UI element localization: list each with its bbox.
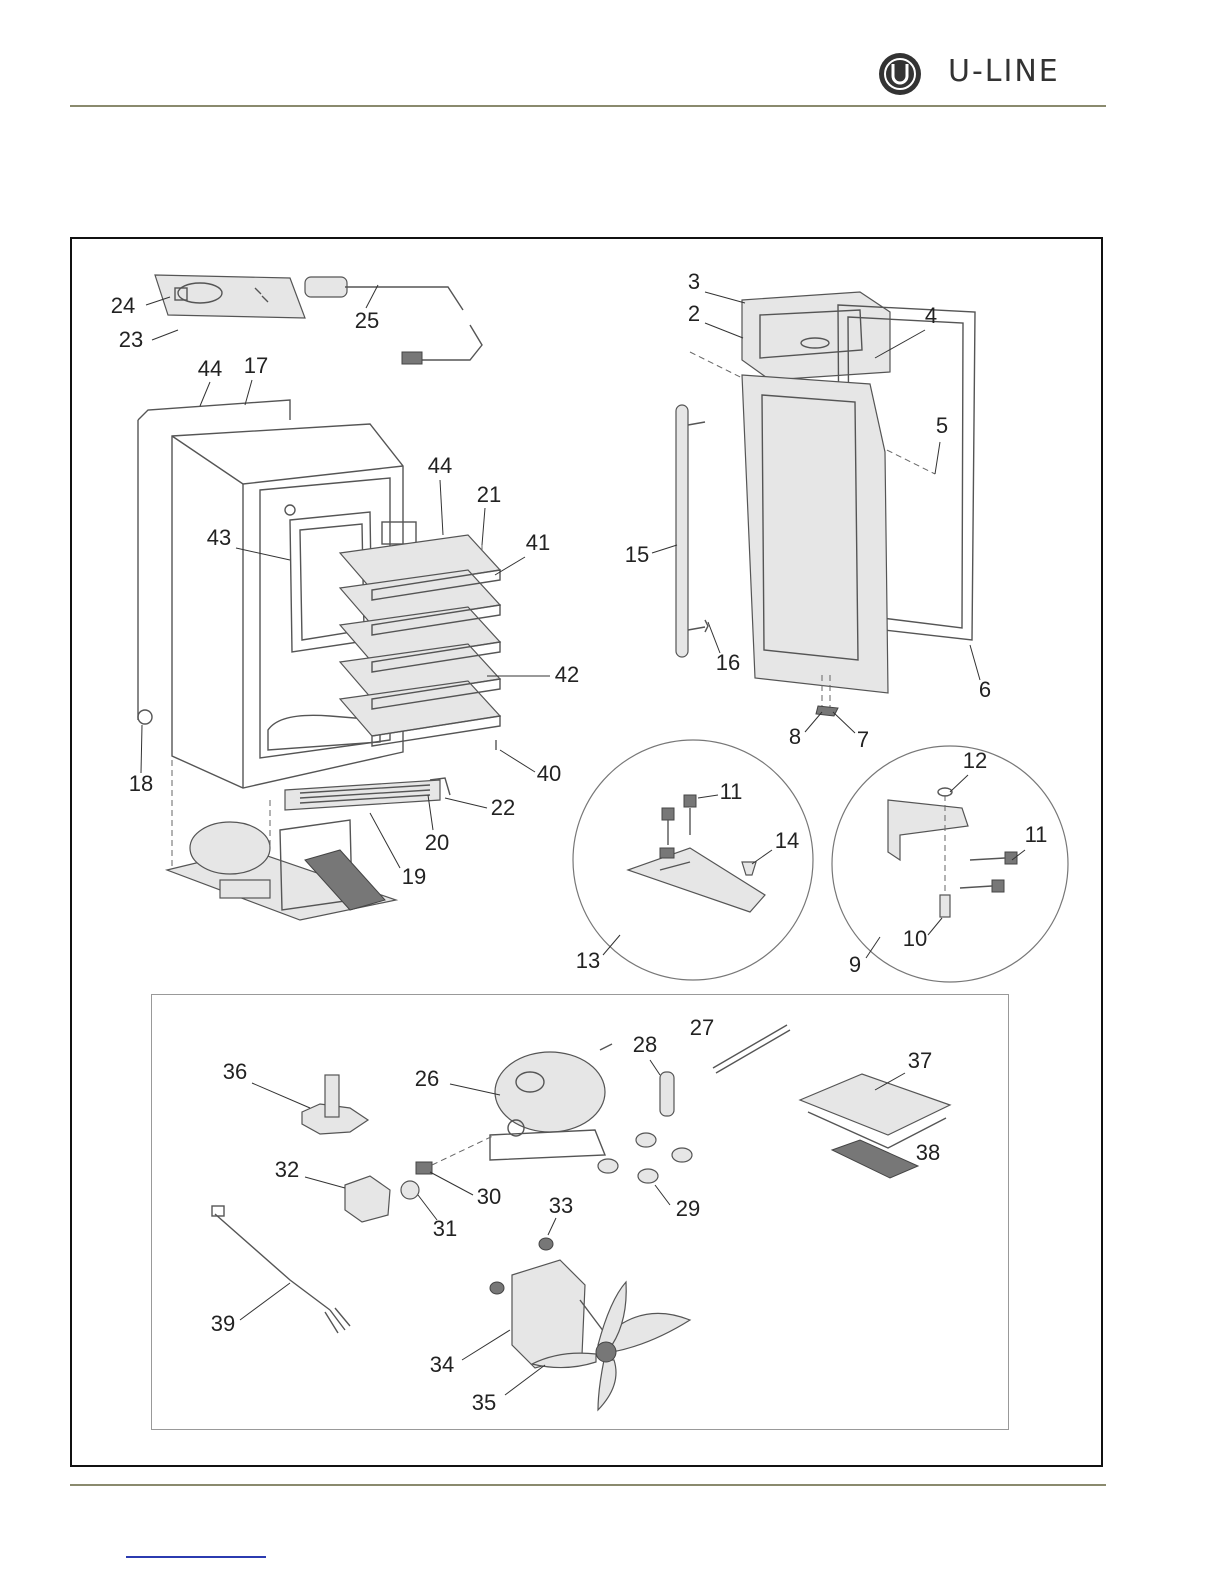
part-label-3: 3 <box>688 269 700 294</box>
part-label-42: 42 <box>555 662 579 687</box>
part-label-2: 2 <box>688 301 700 326</box>
leader-line-35 <box>505 1365 545 1395</box>
part-label-15: 15 <box>625 542 649 567</box>
leader-line-8 <box>805 712 822 732</box>
leader-line-23 <box>152 330 178 340</box>
part-label-6: 6 <box>979 677 991 702</box>
leader-line-11 <box>698 795 718 798</box>
leader-line-44 <box>200 382 210 406</box>
door-handle <box>676 405 708 657</box>
part-label-11: 11 <box>720 779 743 804</box>
leader-line-7 <box>833 712 855 733</box>
leader-line-5 <box>935 442 940 474</box>
leader-line-25 <box>366 285 378 308</box>
part-label-43: 43 <box>207 525 231 550</box>
part-label-14: 14 <box>775 828 799 853</box>
leader-line-18 <box>141 725 142 773</box>
leader-line-9 <box>866 937 880 958</box>
leader-line-2 <box>705 323 743 338</box>
part-label-31: 31 <box>433 1216 457 1241</box>
leader-line-19 <box>370 813 400 868</box>
part-label-39: 39 <box>211 1311 235 1336</box>
leader-line-41 <box>495 557 525 575</box>
light-assembly <box>155 275 482 364</box>
part-label-40: 40 <box>537 761 561 786</box>
leader-line-21 <box>482 508 485 545</box>
part-label-26: 26 <box>415 1066 439 1091</box>
leader-line-6 <box>970 645 980 680</box>
leader-line-15 <box>652 545 677 553</box>
part-label-4: 4 <box>925 303 937 328</box>
leader-line-33 <box>548 1218 556 1235</box>
part-label-28: 28 <box>633 1032 657 1057</box>
part-label-5: 5 <box>936 413 948 438</box>
part-label-9: 9 <box>849 952 861 977</box>
leader-line-12 <box>950 775 968 792</box>
part-label-27: 27 <box>690 1015 714 1040</box>
leader-line-28 <box>650 1060 660 1075</box>
leader-line-22 <box>445 798 487 808</box>
part-label-7: 7 <box>857 727 869 752</box>
leader-line-30 <box>430 1172 473 1195</box>
part-label-44: 44 <box>428 453 452 478</box>
part-label-17: 17 <box>244 353 268 378</box>
leader-line-34 <box>462 1330 510 1360</box>
leader-line-16 <box>708 622 720 653</box>
leader-line-32 <box>305 1177 345 1188</box>
leader-line-17 <box>245 380 252 405</box>
part-label-30: 30 <box>477 1184 501 1209</box>
kick-grille <box>285 778 450 810</box>
part-label-16: 16 <box>716 650 740 675</box>
part-label-23: 23 <box>119 327 143 352</box>
wire-shelves <box>340 535 500 750</box>
leader-line-14 <box>752 850 772 864</box>
leader-line-3 <box>705 292 745 303</box>
part-label-22: 22 <box>491 795 515 820</box>
part-label-20: 20 <box>425 830 449 855</box>
part-label-19: 19 <box>402 864 426 889</box>
part-label-35: 35 <box>472 1390 496 1415</box>
leader-line-39 <box>240 1283 290 1320</box>
part-label-37: 37 <box>908 1048 932 1073</box>
part-label-36: 36 <box>223 1059 247 1084</box>
part-label-24: 24 <box>111 293 135 318</box>
part-label-29: 29 <box>676 1196 700 1221</box>
leader-line-29 <box>655 1185 670 1205</box>
leader-line-40 <box>500 750 535 772</box>
part-label-10: 10 <box>903 926 927 951</box>
part-label-25: 25 <box>355 308 379 333</box>
part-label-41: 41 <box>526 530 550 555</box>
part-label-8: 8 <box>789 724 801 749</box>
hinge-detail-circles <box>573 740 1068 982</box>
leader-line-13 <box>603 935 620 955</box>
leader-line-10 <box>928 918 942 935</box>
service-kit-parts <box>212 1025 950 1410</box>
part-label-13: 13 <box>576 948 600 973</box>
footer-link-underline[interactable] <box>126 1556 266 1558</box>
part-label-18: 18 <box>129 771 153 796</box>
part-label-34: 34 <box>430 1352 454 1377</box>
machine-base <box>167 760 396 920</box>
leader-line-44 <box>440 480 443 535</box>
door-frame <box>742 375 888 716</box>
footer-rule <box>70 1484 1106 1486</box>
part-label-21: 21 <box>477 482 501 507</box>
part-label-12: 12 <box>963 748 987 773</box>
leader-line-43 <box>236 548 290 560</box>
part-label-32: 32 <box>275 1157 299 1182</box>
part-label-44: 44 <box>198 356 222 381</box>
leader-line-26 <box>450 1084 500 1095</box>
part-label-33: 33 <box>549 1193 573 1218</box>
part-label-38: 38 <box>916 1140 940 1165</box>
leader-line-36 <box>252 1083 310 1108</box>
part-label-11: 11 <box>1025 822 1048 847</box>
